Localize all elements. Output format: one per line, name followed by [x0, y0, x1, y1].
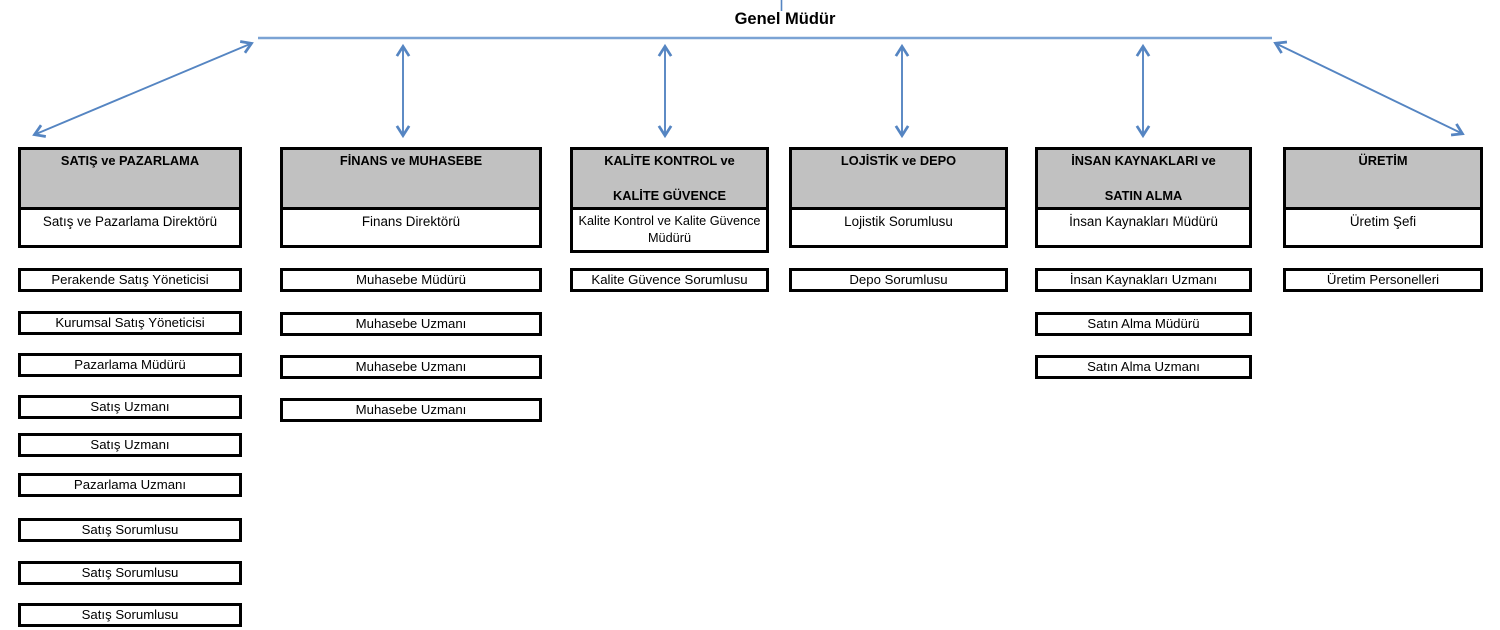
position-box: Depo Sorumlusu — [789, 268, 1008, 292]
position-box: Muhasebe Uzmanı — [280, 355, 542, 379]
position-box: Satış Uzmanı — [18, 395, 242, 419]
dept-name: SATIŞ ve PAZARLAMA — [60, 153, 200, 168]
dept-column-satis-pazarlama: SATIŞ ve PAZARLAMA Satış ve Pazarlama Di… — [18, 147, 242, 248]
dept-head-box: Üretim Şefi — [1283, 210, 1483, 248]
position-box: Kalite Güvence Sorumlusu — [570, 268, 769, 292]
dept-name: LOJİSTİK ve DEPO — [840, 153, 957, 168]
dept-name-line2: KALİTE GÜVENCE — [612, 188, 727, 204]
position-box: Satış Sorumlusu — [18, 561, 242, 585]
page-title: Genel Müdür — [734, 10, 836, 28]
position-box: Perakende Satış Yöneticisi — [18, 268, 242, 292]
dept-header: SATIŞ ve PAZARLAMA — [18, 147, 242, 210]
arrow-uretim-diagonal — [1273, 40, 1465, 137]
position-box: Pazarlama Müdürü — [18, 353, 242, 377]
dept-head-box: Kalite Kontrol ve Kalite Güvence Müdürü — [570, 210, 769, 253]
position-box: Satış Sorumlusu — [18, 603, 242, 627]
dept-header: ÜRETİM — [1283, 147, 1483, 210]
dept-head-box: Satış ve Pazarlama Direktörü — [18, 210, 242, 248]
dept-column-lojistik-depo: LOJİSTİK ve DEPO Lojistik Sorumlusu — [789, 147, 1008, 248]
position-box: Üretim Personelleri — [1283, 268, 1483, 292]
dept-head-box: Finans Direktörü — [280, 210, 542, 248]
dept-column-kalite: KALİTE KONTROL ve KALİTE GÜVENCE Kalite … — [570, 147, 769, 253]
position-box: Pazarlama Uzmanı — [18, 473, 242, 497]
dept-head-box: İnsan Kaynakları Müdürü — [1035, 210, 1252, 248]
dept-head-box: Lojistik Sorumlusu — [789, 210, 1008, 248]
dept-column-uretim: ÜRETİM Üretim Şefi — [1283, 147, 1483, 248]
position-box: Satış Uzmanı — [18, 433, 242, 457]
dept-header: İNSAN KAYNAKLARI ve SATIN ALMA — [1035, 147, 1252, 210]
position-box: İnsan Kaynakları Uzmanı — [1035, 268, 1252, 292]
dept-name: İNSAN KAYNAKLARI ve — [1071, 153, 1216, 168]
position-box: Kurumsal Satış Yöneticisi — [18, 311, 242, 335]
dept-header: FİNANS ve MUHASEBE — [280, 147, 542, 210]
position-box: Muhasebe Müdürü — [280, 268, 542, 292]
dept-column-insan-kaynaklari: İNSAN KAYNAKLARI ve SATIN ALMA İnsan Kay… — [1035, 147, 1252, 248]
position-box: Satın Alma Uzmanı — [1035, 355, 1252, 379]
dept-header: KALİTE KONTROL ve KALİTE GÜVENCE — [570, 147, 769, 210]
dept-column-finans-muhasebe: FİNANS ve MUHASEBE Finans Direktörü — [280, 147, 542, 248]
dept-name: ÜRETİM — [1358, 153, 1408, 168]
dept-name-line2: SATIN ALMA — [1104, 188, 1183, 204]
dept-header: LOJİSTİK ve DEPO — [789, 147, 1008, 210]
position-box: Muhasebe Uzmanı — [280, 398, 542, 422]
dept-name: FİNANS ve MUHASEBE — [339, 153, 483, 168]
position-box: Satın Alma Müdürü — [1035, 312, 1252, 336]
arrow-satis-pazarlama-diagonal — [32, 40, 254, 138]
dept-name: KALİTE KONTROL ve — [604, 153, 735, 168]
position-box: Satış Sorumlusu — [18, 518, 242, 542]
position-box: Muhasebe Uzmanı — [280, 312, 542, 336]
